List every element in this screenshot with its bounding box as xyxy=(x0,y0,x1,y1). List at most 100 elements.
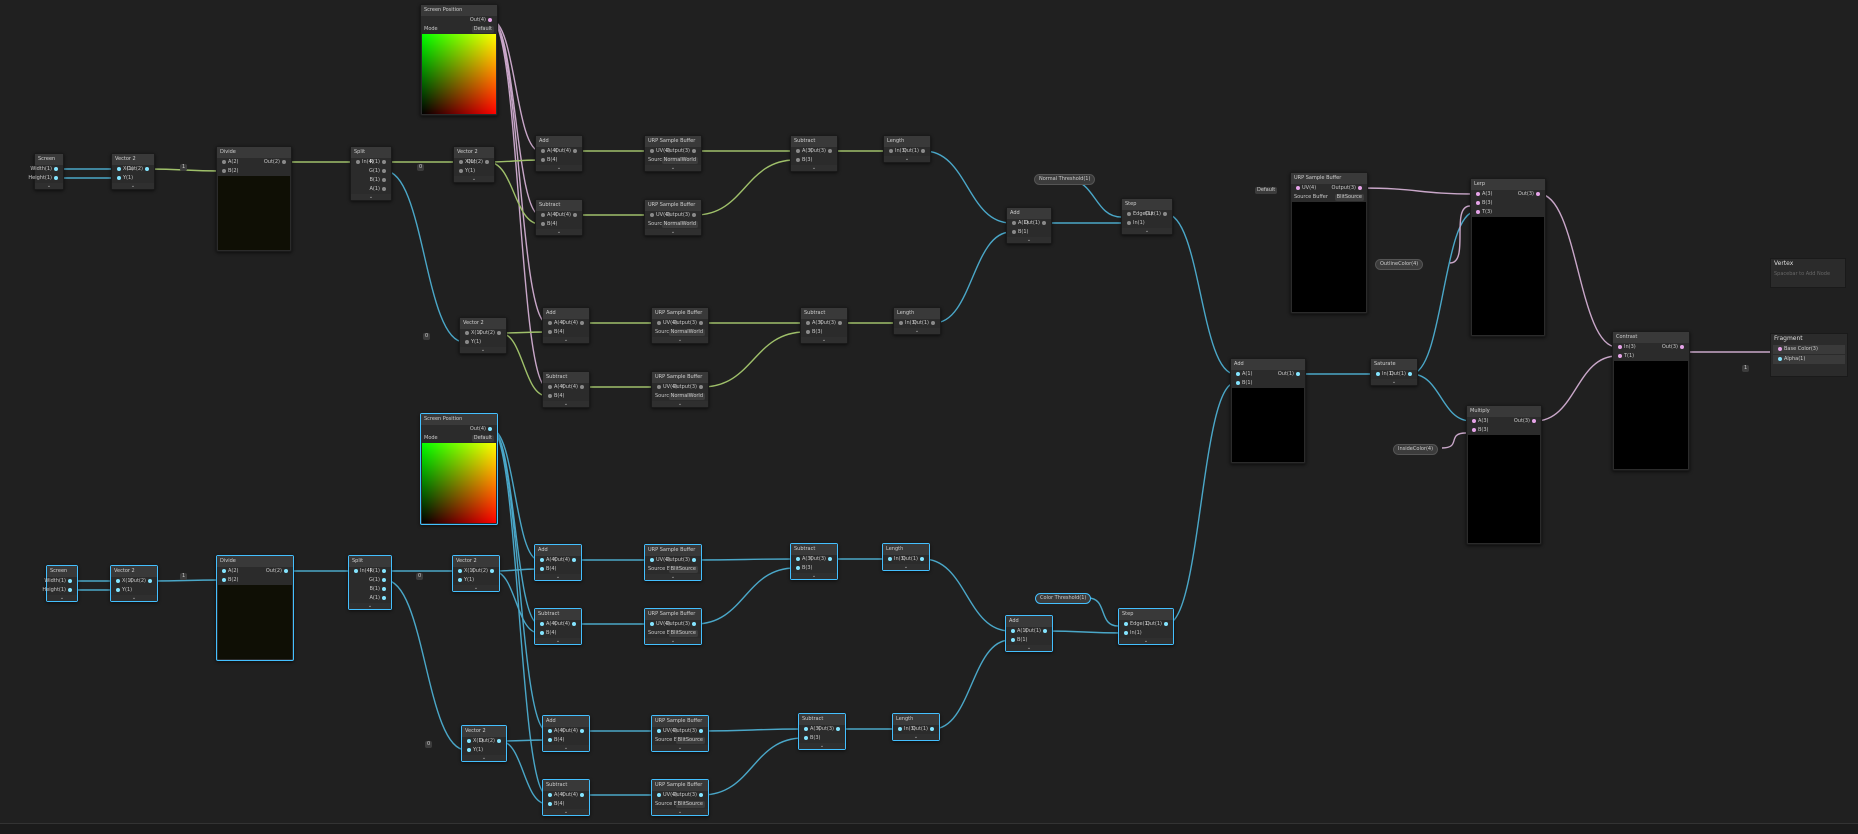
output-port[interactable]: Out(2) xyxy=(127,166,151,173)
output-port[interactable]: Height(1) xyxy=(42,587,74,594)
source-buffer-dropdown[interactable]: BlitSource xyxy=(675,737,705,744)
input-port[interactable]: B(3) xyxy=(794,157,813,164)
input-port[interactable]: Y(1) xyxy=(465,747,483,754)
node-title[interactable]: URP Sample Buffer xyxy=(1291,173,1367,184)
input-port[interactable]: B(4) xyxy=(539,157,558,164)
expand-chevron-icon[interactable]: ⌄ xyxy=(1371,379,1417,385)
input-port[interactable]: B(3) xyxy=(804,329,823,336)
node-title[interactable]: Divide xyxy=(217,147,291,158)
output-port[interactable]: Output(3) xyxy=(666,621,698,628)
source-buffer-dropdown[interactable]: NormalWorld xyxy=(668,393,705,400)
node-title[interactable]: Divide xyxy=(217,556,293,567)
output-port[interactable]: A(1) xyxy=(369,186,388,193)
node-title[interactable]: Vector 2 xyxy=(460,318,506,329)
input-port[interactable]: B(4) xyxy=(538,566,557,573)
output-port[interactable]: Output(3) xyxy=(666,212,698,219)
node-title[interactable]: Lerp xyxy=(1471,179,1545,190)
input-port[interactable]: UV(4) xyxy=(648,148,670,155)
input-port[interactable]: B(3) xyxy=(802,735,821,742)
expand-chevron-icon[interactable]: ⌄ xyxy=(801,337,847,343)
property-color-threshold[interactable]: Color Threshold(1) xyxy=(1035,593,1092,604)
input-port[interactable]: A(4) xyxy=(538,621,557,628)
input-port[interactable]: In(3) xyxy=(897,320,917,327)
input-port[interactable]: B(4) xyxy=(546,801,565,808)
node-title[interactable]: Split xyxy=(351,147,391,158)
node-title[interactable]: Saturate xyxy=(1371,359,1417,370)
node-title[interactable]: URP Sample Buffer xyxy=(652,372,708,383)
fragment-item[interactable]: Alpha(1) xyxy=(1773,355,1845,364)
expand-chevron-icon[interactable]: ⌄ xyxy=(35,183,63,189)
output-port[interactable]: Out(2) xyxy=(264,159,288,166)
input-port[interactable]: A(4) xyxy=(546,384,565,391)
output-port[interactable]: Out(4) xyxy=(562,384,586,391)
expand-chevron-icon[interactable]: ⌄ xyxy=(536,165,582,171)
expand-chevron-icon[interactable]: ⌄ xyxy=(349,603,391,609)
output-port[interactable]: Out(2) xyxy=(266,568,290,575)
input-port[interactable]: A(2) xyxy=(220,159,239,166)
input-port[interactable]: A(4) xyxy=(546,320,565,327)
input-port[interactable]: B(1) xyxy=(1009,637,1028,644)
source-buffer-dropdown[interactable]: NormalWorld xyxy=(661,157,698,164)
input-port[interactable]: B(4) xyxy=(539,221,558,228)
input-port[interactable]: Y(1) xyxy=(456,577,474,584)
node-title[interactable]: Screen xyxy=(35,154,63,165)
node-title[interactable]: Vector 2 xyxy=(112,154,154,165)
input-port[interactable]: X(1) xyxy=(457,159,476,166)
input-port[interactable]: B(4) xyxy=(546,329,565,336)
property-normal-threshold[interactable]: Normal Threshold(1) xyxy=(1034,174,1096,185)
input-port[interactable]: UV(4) xyxy=(648,557,670,564)
input-port[interactable]: UV(4) xyxy=(655,728,677,735)
output-port[interactable]: Output(3) xyxy=(673,792,705,799)
expand-chevron-icon[interactable]: ⌄ xyxy=(799,743,845,749)
input-port[interactable]: X(1) xyxy=(465,738,484,745)
expand-chevron-icon[interactable]: ⌄ xyxy=(535,638,581,644)
input-port[interactable]: B(2) xyxy=(220,168,239,175)
expand-chevron-icon[interactable]: ⌄ xyxy=(462,755,506,761)
uv-default-field[interactable]: Default xyxy=(1255,187,1278,194)
input-port[interactable]: A(3) xyxy=(802,726,821,733)
output-port[interactable]: Out(1) xyxy=(1146,621,1170,628)
output-port[interactable]: Out(3) xyxy=(818,726,842,733)
input-port[interactable]: In(3) xyxy=(896,726,916,733)
node-title[interactable]: Add xyxy=(1006,616,1052,627)
output-port[interactable]: Out(4) xyxy=(470,426,494,433)
expand-chevron-icon[interactable]: ⌄ xyxy=(536,229,582,235)
expand-chevron-icon[interactable]: ⌄ xyxy=(460,347,506,353)
expand-chevron-icon[interactable]: ⌄ xyxy=(47,595,77,601)
input-port[interactable]: In(3) xyxy=(887,148,907,155)
output-port[interactable]: Out(2) xyxy=(467,159,491,166)
expand-chevron-icon[interactable]: ⌄ xyxy=(454,176,494,182)
node-title[interactable]: Add xyxy=(536,136,582,147)
expand-chevron-icon[interactable]: ⌄ xyxy=(645,229,701,235)
input-port[interactable]: UV(4) xyxy=(648,621,670,628)
input-port[interactable]: B(4) xyxy=(546,737,565,744)
expand-chevron-icon[interactable]: ⌄ xyxy=(453,585,499,591)
expand-chevron-icon[interactable]: ⌄ xyxy=(652,809,708,815)
node-title[interactable]: URP Sample Buffer xyxy=(652,780,708,791)
input-port[interactable]: B(1) xyxy=(1010,229,1029,236)
output-port[interactable]: Height(1) xyxy=(28,175,60,182)
fragment-item[interactable]: Base Color(3) xyxy=(1773,345,1845,354)
